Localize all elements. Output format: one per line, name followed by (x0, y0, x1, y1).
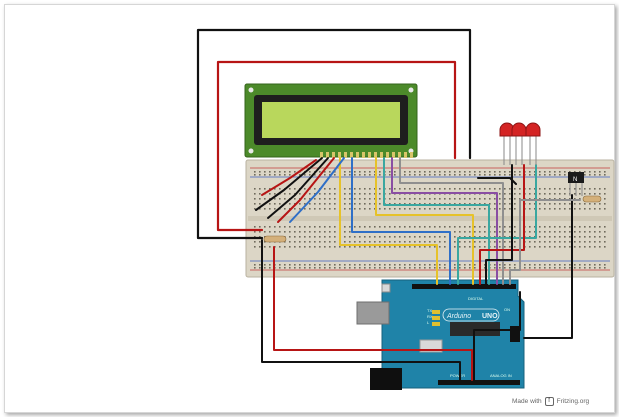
wire-yellow-2 (375, 157, 474, 285)
fritzing-org-text: Fritzing.org (556, 397, 590, 405)
leds (499, 122, 541, 165)
wire-black-led (485, 164, 513, 285)
wire-blue-1 (351, 157, 451, 285)
resistors (263, 195, 602, 243)
transistor-marking: N (573, 177, 577, 183)
breadboard-holes (254, 171, 606, 269)
wire-black-lcd (267, 157, 329, 219)
wire-teal-2 (457, 164, 537, 285)
lcd-header-pins (320, 152, 413, 158)
wire-blue-lcd (289, 157, 345, 223)
l-label: L (427, 320, 430, 325)
icsp-header (510, 326, 520, 342)
resistor-1 (263, 235, 287, 243)
wire-red-led (479, 164, 525, 285)
wire-red-lcd-2 (261, 159, 317, 196)
reset-button (381, 283, 391, 293)
wire-black-gnd (261, 239, 461, 381)
tx-label: TX (427, 308, 432, 313)
lcd-screen (262, 102, 400, 138)
wire-gray-1 (399, 157, 504, 285)
power-label: POWER (450, 373, 465, 378)
wire-black-arduino (473, 291, 521, 381)
wire-gray-2 (509, 199, 581, 285)
wire-black-lcd-2 (255, 157, 323, 211)
wire-black-short (477, 177, 517, 185)
resistor-2 (582, 195, 602, 203)
fritzing-logo-icon: f (544, 396, 554, 406)
made-with-text: Made with (512, 397, 542, 405)
arduino-board: DIGITAL POWER ANALOG IN TX RX L ON Ardui… (356, 279, 525, 390)
led-2 (511, 122, 527, 165)
led-3 (525, 122, 541, 165)
analog-in-label: ANALOG IN (490, 373, 512, 378)
digital-label: DIGITAL (468, 296, 484, 301)
wire-red-5v (273, 246, 473, 381)
fritzing-footer: Made with f Fritzing.org (512, 394, 589, 408)
on-label: ON (504, 307, 510, 312)
arduino-logo-text: Arduino (446, 313, 471, 320)
wires (196, 28, 581, 381)
wire-yellow-1 (339, 157, 438, 285)
usb-connector (356, 301, 390, 325)
uno-logo-text: UNO (482, 313, 498, 320)
wire-red-loop (216, 60, 457, 232)
wire-black-loop (196, 28, 472, 240)
wire-black-transistor (523, 194, 573, 339)
transistor: N (568, 172, 584, 196)
wire-red-lcd (277, 157, 335, 223)
power-jack (370, 368, 402, 390)
rx-label: RX (427, 314, 433, 319)
lcd-module (244, 83, 418, 158)
wire-teal-1 (383, 157, 490, 285)
breadboard (245, 159, 615, 278)
